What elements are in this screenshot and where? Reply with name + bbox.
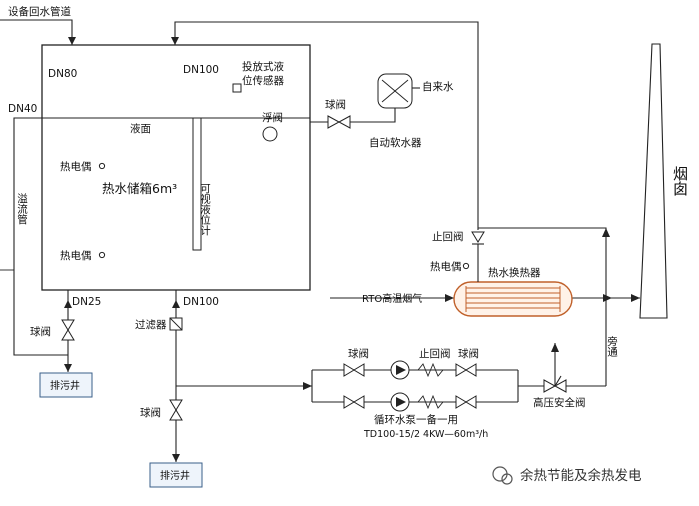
label-chimney: 烟囱 — [671, 166, 689, 196]
arrow-drain-1 — [64, 364, 72, 372]
softener-outlet-pipe — [350, 107, 396, 123]
tank-body — [41, 44, 311, 291]
label-dn100-bottom: DN100 — [183, 296, 219, 308]
safety-valve-icon-a — [543, 379, 557, 393]
label-ball-valve-bottom: 球阀 — [140, 406, 161, 419]
label-level-sensor-1: 投放式液 — [242, 60, 284, 73]
label-float-valve: 浮阀 — [262, 111, 283, 124]
thermocouple-2-icon — [98, 251, 106, 259]
label-tap-water: 自来水 — [422, 80, 454, 93]
ball-valve-bottom-icon-b — [169, 409, 183, 421]
check-valve-top-icon — [471, 231, 485, 243]
arrow-return-down — [68, 37, 76, 45]
label-overflow: 溢流管 — [16, 192, 28, 225]
label-ball-valve-pump-right: 球阀 — [458, 347, 479, 360]
check-valve-pump-1 — [417, 362, 444, 378]
pump-ball-valve-2a — [455, 363, 467, 377]
label-heat-exchanger: 热水换热器 — [488, 266, 541, 279]
arrow-to-pumps — [303, 382, 312, 390]
drain-pit-1 — [39, 372, 93, 398]
sight-gauge — [192, 117, 202, 251]
arrow-hx-in — [551, 343, 559, 352]
ball-valve-top-icon-r — [337, 115, 351, 129]
pump-ball-valve-1b — [353, 363, 365, 377]
label-return-pipe: 设备回水管道 — [8, 5, 71, 18]
arrow-drain-2 — [172, 454, 180, 462]
label-level-sensor-2: 位传感器 — [242, 74, 284, 87]
safety-valve-stem — [554, 375, 562, 387]
arrow-dn25 — [64, 300, 72, 308]
ball-valve-top-icon — [327, 115, 341, 129]
label-dn100-top: DN100 — [183, 64, 219, 76]
ball-valve-bottom-icon — [169, 399, 183, 411]
ball-valve-left-icon — [61, 319, 75, 331]
arrow-loop-down — [171, 37, 179, 45]
label-liquid-level: 液面 — [130, 122, 151, 135]
ball-valve-left-icon-b — [61, 329, 75, 341]
arrow-flue-out — [631, 294, 640, 302]
arrow-dn100 — [172, 300, 180, 308]
label-pump: 循环水泵一备一用 — [374, 413, 458, 426]
label-hp-safety-valve: 高压安全阀 — [533, 396, 586, 409]
pump-1-arrow — [396, 365, 406, 375]
label-dn25: DN25 — [72, 296, 101, 308]
hot-water-tank — [41, 44, 311, 291]
pump-ball-valve-4a — [455, 395, 467, 409]
return-pipe — [0, 19, 73, 45]
label-bypass: 旁通 — [606, 335, 618, 357]
arrow-flue-mid — [603, 294, 612, 302]
label-drain-2: 排污井 — [160, 469, 190, 482]
valves — [61, 115, 567, 421]
safety-valve-icon-b — [553, 379, 567, 393]
label-check-valve-1: 止回阀 — [432, 230, 464, 243]
thermocouple-1-icon — [98, 162, 106, 170]
pump-2-arrow — [396, 397, 406, 407]
label-pump-spec: TD100-15/2 4KW—60m³/h — [363, 429, 488, 440]
drain-pit-2 — [149, 462, 203, 488]
watermark-text: 余热节能及余热发电 — [520, 467, 642, 484]
label-dn80: DN80 — [48, 68, 77, 80]
pump-ball-valve-3b — [353, 395, 365, 409]
label-tank: 热水储箱6m³ — [102, 181, 177, 196]
label-ball-valve-left: 球阀 — [30, 325, 51, 338]
label-gauge: 可视液位计 — [199, 183, 211, 236]
strainer-diag — [169, 317, 183, 331]
flow-arrows — [64, 37, 640, 462]
hx-shell — [453, 281, 573, 317]
pump-ball-valve-3a — [343, 395, 355, 409]
softener-cross-b — [381, 79, 409, 103]
label-strainer: 过滤器 — [135, 318, 167, 331]
label-dn40: DN40 — [8, 103, 37, 115]
chimney-icon — [639, 43, 668, 319]
pump-ball-valve-1a — [343, 363, 355, 377]
label-ball-valve-top: 球阀 — [325, 98, 346, 111]
wechat-icon-small — [501, 473, 513, 485]
pump-ball-valve-2b — [465, 363, 477, 377]
label-ball-valve-pump-left: 球阀 — [348, 347, 369, 360]
pump-manifold — [311, 369, 519, 403]
float-ball-icon — [262, 126, 278, 142]
arrow-bypass-up — [602, 228, 610, 237]
label-softener: 自动软水器 — [369, 136, 422, 149]
labels: 设备回水管道 DN80 DN100 DN40 投放式液 位传感器 自来水 球阀 … — [8, 5, 689, 482]
label-thermocouple-3: 热电偶 — [430, 260, 462, 273]
label-thermocouple-1: 热电偶 — [60, 160, 92, 173]
label-thermocouple-2: 热电偶 — [60, 249, 92, 262]
heat-exchanger — [453, 244, 573, 317]
label-flue-gas: RTO高温烟气 — [362, 292, 422, 305]
watermark: 余热节能及余热发电 — [492, 466, 642, 485]
arrow-flue-in — [445, 294, 454, 302]
pump-ball-valve-4b — [465, 395, 477, 409]
return-loop-pipe — [174, 21, 479, 230]
label-drain-1: 排污井 — [50, 379, 80, 392]
level-sensor-head — [232, 83, 242, 93]
overflow-pipe — [13, 117, 68, 356]
label-check-valve-pump: 止回阀 — [419, 347, 451, 360]
water-softener — [377, 73, 413, 109]
thermocouple-3-icon — [462, 262, 470, 270]
check-valve-pump-2 — [417, 394, 444, 410]
